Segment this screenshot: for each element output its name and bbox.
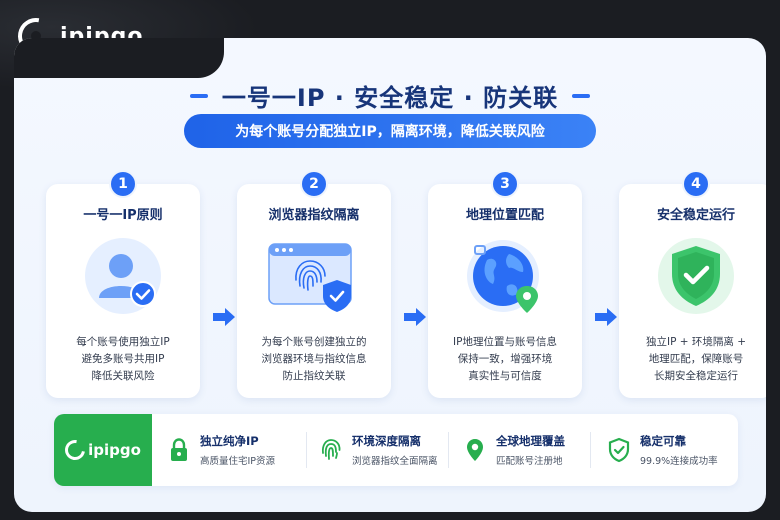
- step-desc-line: 保持一致，增强环境: [457, 353, 553, 365]
- shield-check-icon: [658, 238, 734, 314]
- step-desc-line: 降低关联风险: [91, 370, 155, 382]
- page-subtitle: 为每个账号分配独立IP，隔离环境，降低关联风险: [235, 124, 545, 140]
- brand-name-green: ipipgo: [88, 441, 141, 459]
- feature-item-3: 全球地理覆盖 匹配账号注册地: [462, 414, 565, 486]
- divider: [448, 432, 449, 468]
- step-desc-3: IP地理位置与账号信息 保持一致，增强环境 真实性与可信度: [436, 334, 574, 385]
- feature-title: 环境深度隔离: [352, 434, 421, 448]
- steps-row: 1 一号一IP原则 每个账号使用独立IP 避免多账号共用IP 降低关联风险 2 …: [46, 170, 766, 402]
- step-badge-4: 4: [682, 170, 710, 198]
- step-desc-line: 浏览器环境与指纹信息: [261, 353, 367, 365]
- title-dash-right: [572, 93, 591, 98]
- title-dash-left: [189, 93, 208, 98]
- feature-title: 全球地理覆盖: [496, 434, 565, 448]
- feature-subtitle: 匹配账号注册地: [496, 456, 563, 467]
- globe-location-icon: [467, 240, 539, 313]
- step-desc-line: 为每个账号创建独立的: [261, 336, 367, 348]
- feature-item-2: 环境深度隔离 浏览器指纹全面隔离: [318, 414, 438, 486]
- step-desc-line: 地理匹配，保障账号: [648, 353, 744, 365]
- divider: [306, 432, 307, 468]
- step-card-4: 4 安全稳定运行 独立IP + 环境隔离 + 地理匹配，保障账号 长期安全稳定运…: [619, 170, 766, 398]
- shield-check-icon: [608, 437, 630, 463]
- feature-subtitle: 99.9%连接成功率: [640, 456, 718, 467]
- step-badge-2: 2: [300, 170, 328, 198]
- step-desc-line: 独立IP + 环境隔离 +: [645, 336, 747, 348]
- step-desc-line: 真实性与可信度: [468, 370, 542, 382]
- fingerprint-icon: [321, 439, 341, 460]
- step-title-4: 安全稳定运行: [656, 208, 735, 223]
- step-desc-4: 独立IP + 环境隔离 + 地理匹配，保障账号 长期安全稳定运行: [627, 334, 765, 385]
- step-desc-line: 避免多账号共用IP: [81, 353, 165, 365]
- feature-bar: ipipgo 独立纯净IP 高质量住宅IP资源: [54, 414, 738, 486]
- step-card-3: 3 地理位置匹配 IP地理位置与账号信息 保持一致，增强环境 真实性与可信度: [428, 170, 582, 398]
- lock-icon: [171, 438, 187, 461]
- feature-subtitle: 浏览器指纹全面隔离: [352, 456, 438, 467]
- step-title-2: 浏览器指纹隔离: [268, 208, 360, 223]
- arrow-right-icon: [213, 308, 235, 326]
- subtitle-pill: 为每个账号分配独立IP，隔离环境，降低关联风险: [184, 114, 596, 148]
- title-row: 一号一IP · 安全稳定 · 防关联: [14, 78, 766, 113]
- step-title-1: 一号一IP原则: [83, 208, 163, 223]
- brand-logo-green: ipipgo: [54, 414, 152, 486]
- feature-subtitle: 高质量住宅IP资源: [200, 456, 276, 467]
- feature-title: 稳定可靠: [640, 434, 686, 448]
- logo-mark-icon: [61, 436, 90, 464]
- browser-fingerprint-icon: [268, 243, 352, 312]
- main-panel: 一号一IP · 安全稳定 · 防关联 为每个账号分配独立IP，隔离环境，降低关联…: [14, 38, 766, 512]
- divider: [590, 432, 591, 468]
- arrow-right-icon: [404, 308, 426, 326]
- step-desc-line: 长期安全稳定运行: [654, 370, 738, 382]
- step-badge-3: 3: [491, 170, 519, 198]
- step-desc-line: 每个账号使用独立IP: [76, 336, 170, 348]
- page-title: 一号一IP · 安全稳定 · 防关联: [221, 84, 559, 112]
- step-title-3: 地理位置匹配: [465, 208, 544, 223]
- feature-title: 独立纯净IP: [200, 434, 259, 448]
- step-card-2: 2 浏览器指纹隔离 为每个账号创建独立的 浏览器环境与指纹信息 防止指纹关联: [237, 170, 391, 398]
- location-pin-icon: [467, 439, 483, 461]
- step-card-1: 1 一号一IP原则 每个账号使用独立IP 避免多账号共用IP 降低关联风险: [46, 170, 200, 398]
- step-desc-line: IP地理位置与账号信息: [453, 336, 557, 348]
- step-badge-1: 1: [109, 170, 137, 198]
- panel-notch: [14, 38, 224, 78]
- feature-item-1: 独立纯净IP 高质量住宅IP资源: [166, 414, 275, 486]
- step-desc-1: 每个账号使用独立IP 避免多账号共用IP 降低关联风险: [54, 334, 192, 385]
- step-desc-line: 防止指纹关联: [282, 370, 346, 382]
- step-desc-2: 为每个账号创建独立的 浏览器环境与指纹信息 防止指纹关联: [245, 334, 383, 385]
- user-check-icon: [85, 238, 161, 314]
- feature-item-4: 稳定可靠 99.9%连接成功率: [606, 414, 718, 486]
- arrow-right-icon: [595, 308, 617, 326]
